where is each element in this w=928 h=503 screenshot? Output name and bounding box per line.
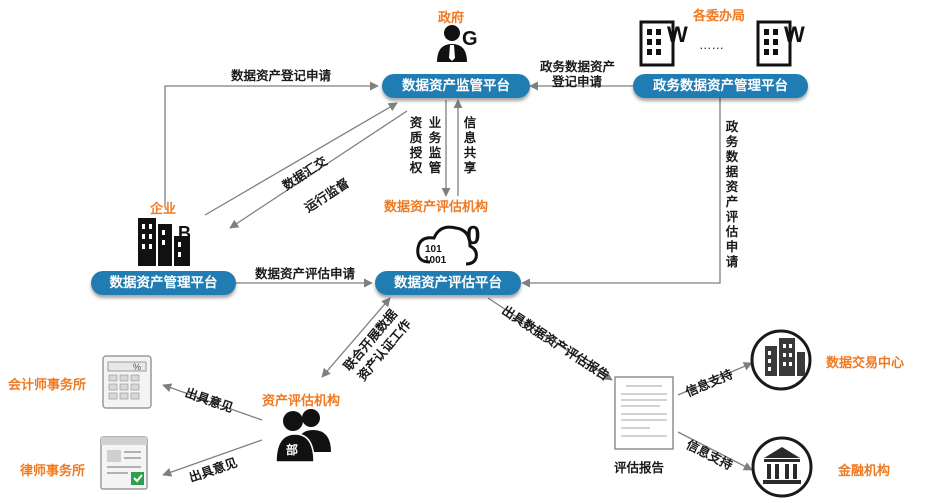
- financial-org-label: 金融机构: [838, 463, 891, 478]
- asset-eval-org-title: 资产评估机构: [262, 393, 341, 408]
- accounting-firm-label: 会计师事务所: [8, 377, 87, 392]
- law-firm-label: 律师事务所: [20, 463, 86, 478]
- enterprise-platform: 数据资产管理平台: [91, 271, 236, 295]
- eval-org-title: 数据资产评估机构: [384, 199, 489, 214]
- svg-text:1001: 1001: [424, 255, 447, 266]
- edge-data-summary: [204, 102, 398, 216]
- supervision-platform: 数据资产监管平台: [382, 74, 530, 98]
- document-check-icon: [100, 436, 148, 490]
- edge-operation-supervision: [229, 110, 408, 229]
- label-qualification-auth: 资质授权: [409, 116, 423, 175]
- edge-issue-report: [487, 297, 613, 381]
- committees-ellipsis: ……: [699, 38, 724, 52]
- edge-opinion-2: [162, 439, 263, 477]
- svg-text:101: 101: [425, 244, 442, 255]
- person-g-icon: G: [437, 25, 478, 62]
- edge-joint-cert: [321, 297, 391, 378]
- city-buildings-icon: [750, 329, 812, 391]
- svg-text:W: W: [784, 22, 805, 47]
- svg-text:G: G: [462, 28, 478, 50]
- exchange-center-label: 数据交易中心: [826, 355, 905, 370]
- report-document-icon: [614, 376, 674, 450]
- committees-title: 各委办局: [693, 8, 746, 23]
- svg-text:部: 部: [286, 442, 298, 457]
- edge-info-support-1: [677, 362, 753, 396]
- report-label: 评估报告: [614, 461, 665, 475]
- svg-text:W: W: [667, 22, 688, 47]
- label-eval-apply: 数据资产评估申请: [255, 267, 356, 281]
- edge-register-apply: [164, 81, 379, 205]
- label-business-supervision: 业务监管: [428, 116, 442, 175]
- gov-title: 政府: [438, 10, 465, 25]
- gov-mgmt-platform: 政务数据资产管理平台: [633, 74, 808, 98]
- building-b-icon: B: [138, 218, 191, 266]
- label-gov-eval-apply: 政务数据资产评估申请: [725, 120, 739, 269]
- bank-icon: [751, 436, 813, 498]
- label-register-apply: 数据资产登记申请: [231, 69, 332, 83]
- label-info-share: 信息共享: [463, 116, 477, 175]
- calculator-icon: %: [102, 355, 152, 409]
- edge-gov-eval-apply: [521, 98, 721, 288]
- building-w-icon: W W: [639, 20, 805, 67]
- label-gov-register-apply-2: 登记申请: [552, 75, 603, 89]
- edge-opinion-1: [162, 383, 263, 421]
- label-gov-register-apply-1: 政务数据资产: [540, 60, 616, 74]
- svg-text:%: %: [133, 362, 141, 372]
- edge-info-support-2: [677, 431, 753, 471]
- enterprise-title: 企业: [150, 201, 177, 216]
- svg-text:0: 0: [466, 220, 480, 250]
- people-icon: 部: [275, 409, 331, 463]
- eval-platform: 数据资产评估平台: [375, 271, 521, 295]
- cloud-binary-icon: 101 1001 0: [416, 220, 480, 266]
- svg-text:B: B: [178, 223, 191, 243]
